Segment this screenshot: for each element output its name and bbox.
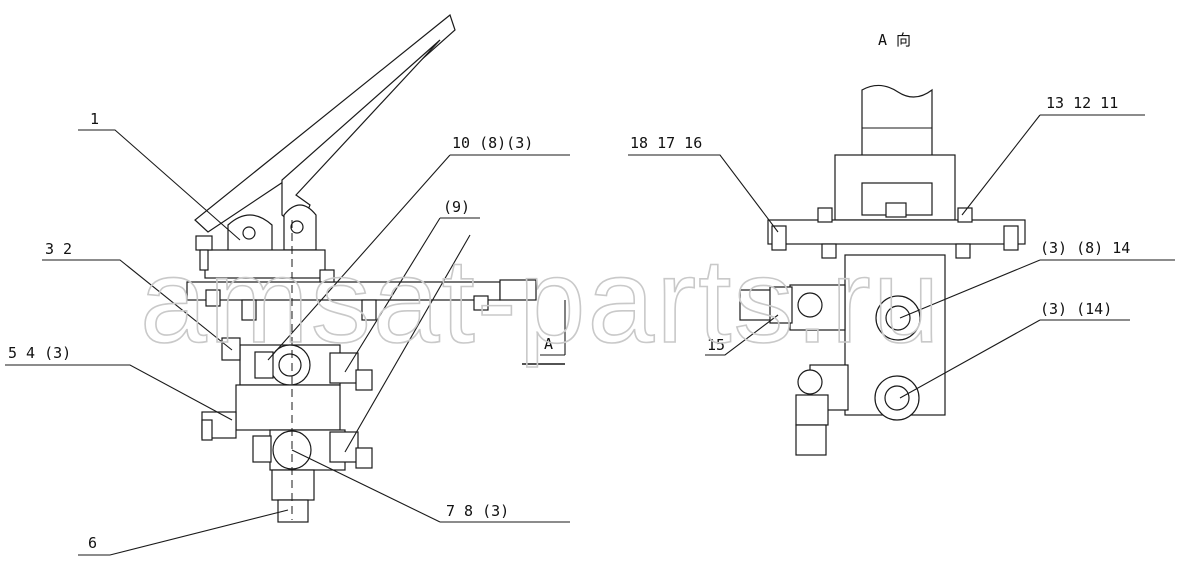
- lower-sensor-cap: [797, 369, 823, 395]
- valve-top-housing: [204, 249, 326, 279]
- bolt: [241, 299, 257, 321]
- bolt: [473, 295, 489, 311]
- callout-3-14: (3) (14): [1040, 300, 1112, 318]
- side-plug-cap: [201, 419, 213, 441]
- roller-pin: [290, 220, 304, 234]
- stud-bolt: [199, 249, 209, 271]
- callout-13-12-11: 13 12 11: [1046, 94, 1118, 112]
- elbow-nut: [355, 369, 373, 391]
- callout-3-8-14: (3) (8) 14: [1040, 239, 1130, 257]
- bolt: [955, 243, 971, 259]
- callout-1: 1: [90, 110, 99, 128]
- outlet-pipe: [277, 499, 309, 523]
- callout-5-4-3: 5 4 (3): [8, 344, 71, 362]
- lower-elbow-nut: [355, 447, 373, 469]
- middle-valve-body: [235, 384, 341, 431]
- bolt: [361, 299, 377, 321]
- lower-outlet: [795, 424, 827, 456]
- callout-18-17-16: 18 17 16: [630, 134, 702, 152]
- leader-lines: [5, 114, 1175, 556]
- column: [861, 84, 933, 161]
- sensor-cap: [797, 292, 823, 318]
- section-letter: A: [544, 335, 553, 353]
- callout-9: (9): [443, 198, 470, 216]
- bolt: [771, 225, 787, 251]
- plate-tab: [499, 279, 537, 301]
- bolt: [957, 207, 973, 223]
- bolt: [821, 243, 837, 259]
- port-banjo-inner: [278, 353, 302, 377]
- bolt: [817, 207, 833, 223]
- callout-7-8-3: 7 8 (3): [446, 502, 509, 520]
- watermark: amsat-parts.ru: [140, 234, 942, 368]
- lower-banjo-bolt: [252, 435, 272, 463]
- callout-6: 6: [88, 534, 97, 552]
- outlet-hex: [271, 469, 315, 501]
- callout-15: 15: [707, 336, 725, 354]
- view-title: A 向: [878, 31, 911, 49]
- lower-elbow-body: [795, 394, 829, 426]
- left-assembly: [186, 13, 537, 523]
- right-assembly: [739, 84, 1026, 456]
- bolt: [319, 269, 335, 283]
- upper-port-inner: [885, 305, 911, 331]
- side-fitting-nut: [769, 286, 793, 324]
- bolt: [205, 289, 221, 307]
- banjo-bolt: [254, 351, 274, 379]
- section-arrow: A: [522, 300, 566, 365]
- pivot-pin: [242, 226, 256, 240]
- callout-10-8-3: 10 (8)(3): [452, 134, 533, 152]
- bolt: [1003, 225, 1019, 251]
- seat-nut: [885, 202, 907, 218]
- right-mounting-plate: [767, 219, 1026, 245]
- callout-3-2: 3 2: [45, 240, 72, 258]
- pedal-lever: [194, 13, 456, 233]
- lower-port-inner: [884, 385, 910, 411]
